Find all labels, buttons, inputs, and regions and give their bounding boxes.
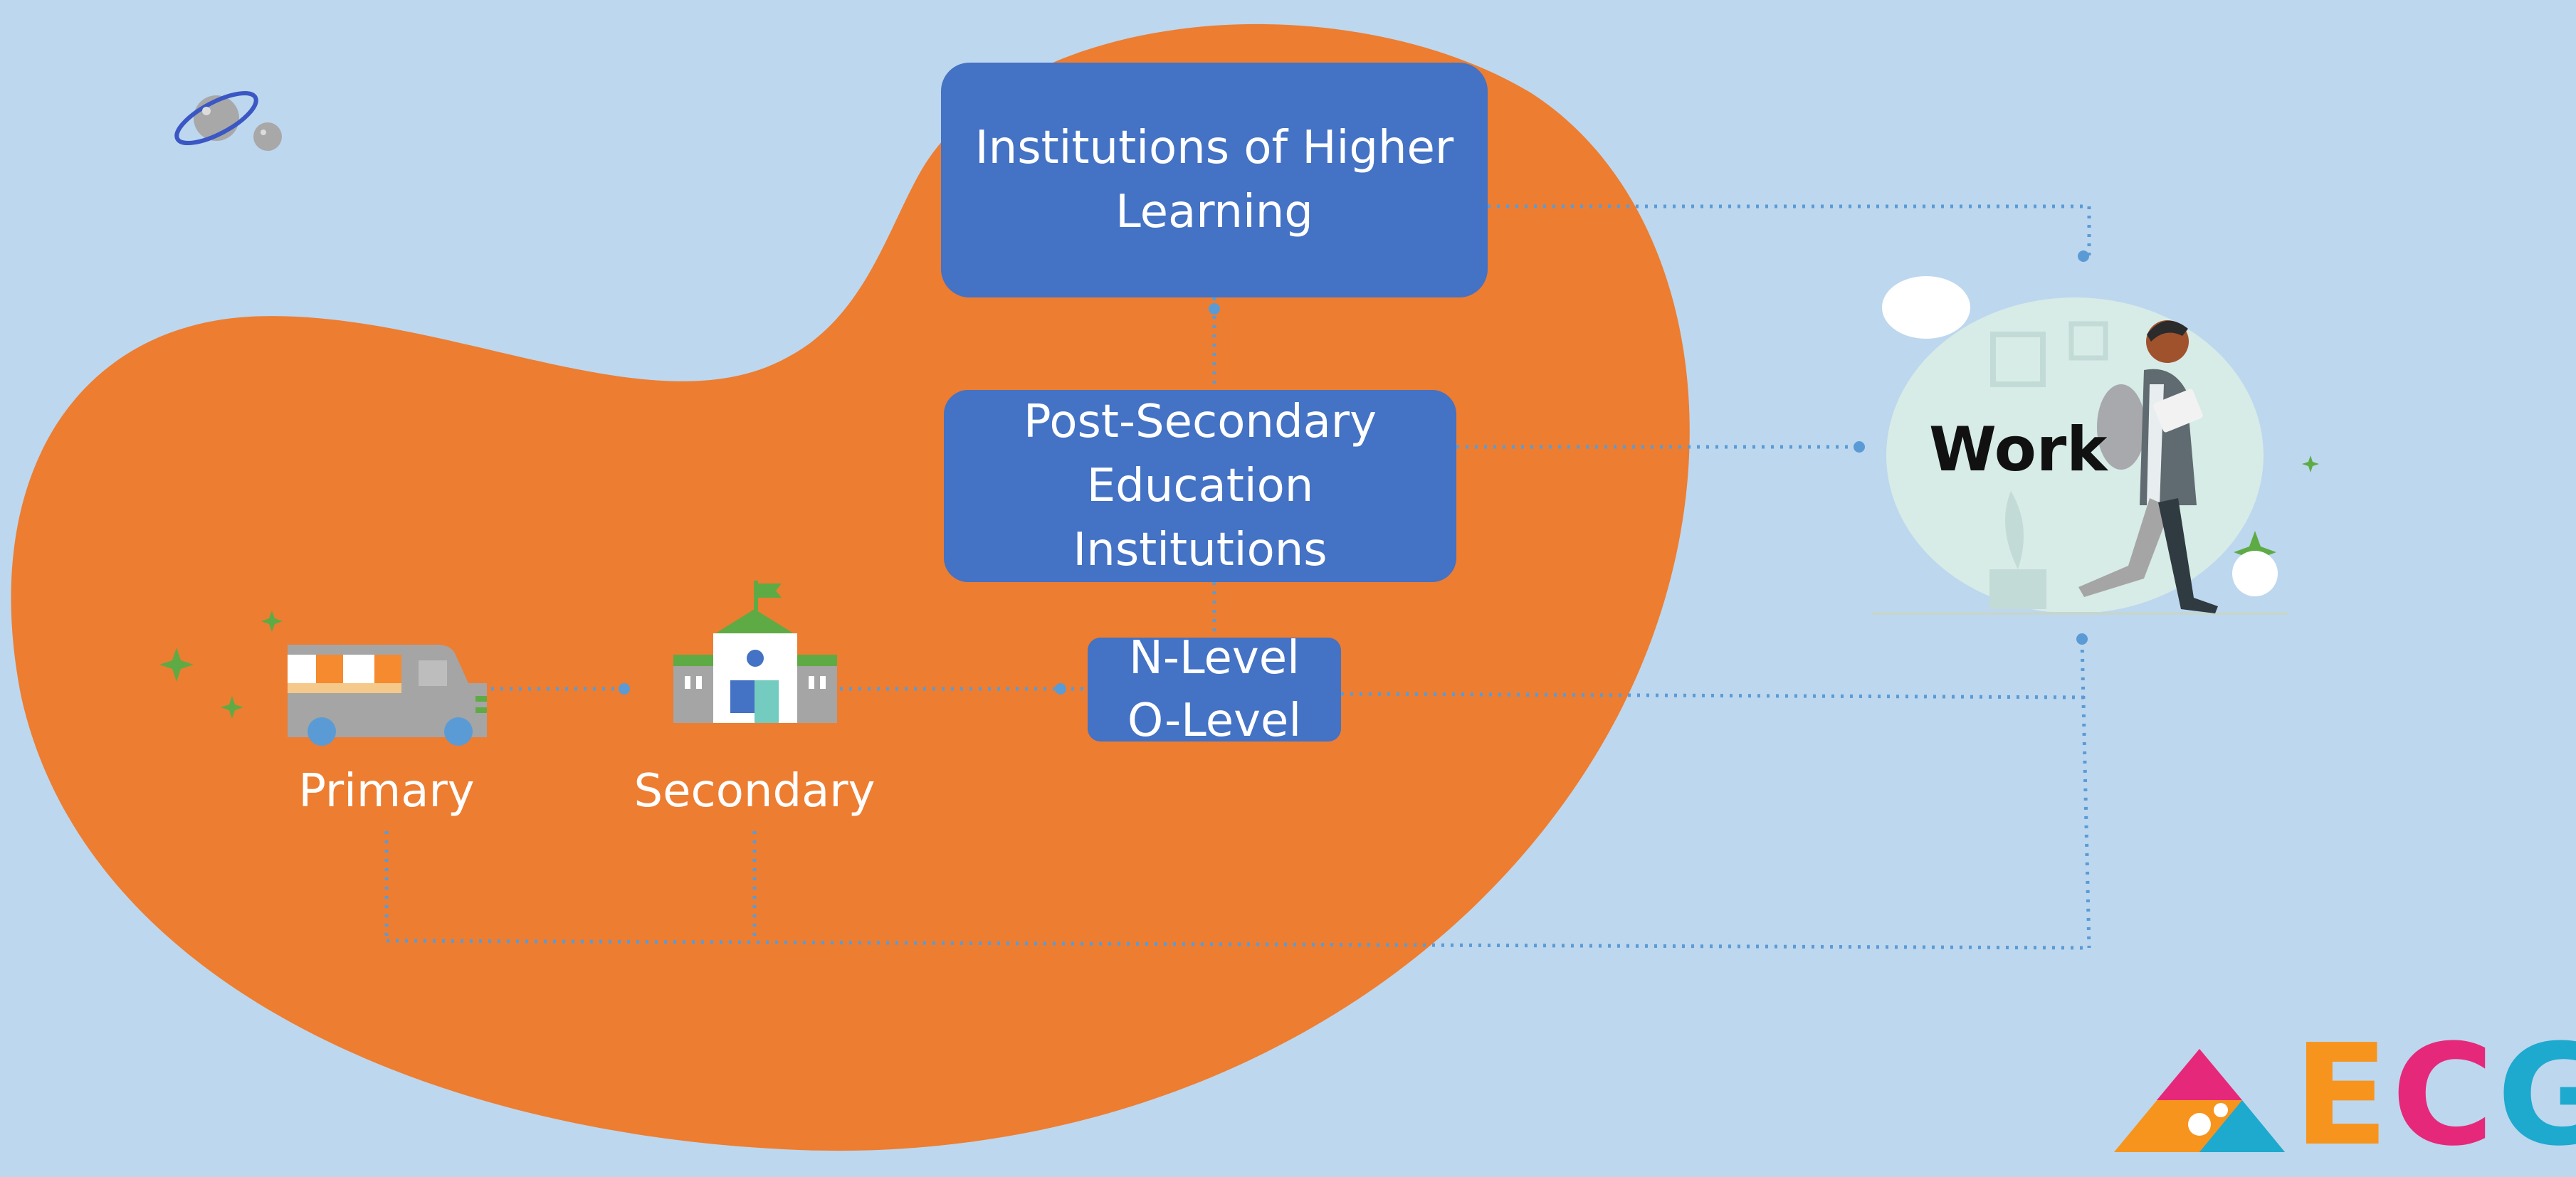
person-walking-icon bbox=[1872, 276, 2288, 615]
school-bus-icon bbox=[288, 645, 487, 746]
logo: ECG bbox=[2293, 1015, 2576, 1177]
stage-label-primary: Primary bbox=[298, 765, 475, 818]
planet-icon bbox=[174, 91, 282, 151]
work-label: Work bbox=[1929, 414, 2108, 485]
connectors bbox=[384, 204, 2091, 950]
orange-blob bbox=[11, 23, 1690, 1151]
school-building-icon bbox=[673, 581, 837, 723]
node-institutions-higher-learning: Institutions of Higher Learning bbox=[941, 63, 1488, 297]
connector-bottom bbox=[386, 939, 2090, 950]
node-n-o-level: N-Level O-Level bbox=[1088, 632, 1341, 747]
connector-levels-work bbox=[1340, 692, 2086, 700]
connector-dots bbox=[619, 250, 2089, 695]
connector-work-vertical bbox=[2080, 640, 2091, 949]
education-pathway-diagram bbox=[11, 23, 2319, 1151]
stage-label-secondary: Secondary bbox=[634, 765, 876, 818]
puzzle-triangle-icon bbox=[2114, 1049, 2285, 1152]
node-post-secondary: Post-Secondary Education Institutions bbox=[944, 390, 1456, 582]
